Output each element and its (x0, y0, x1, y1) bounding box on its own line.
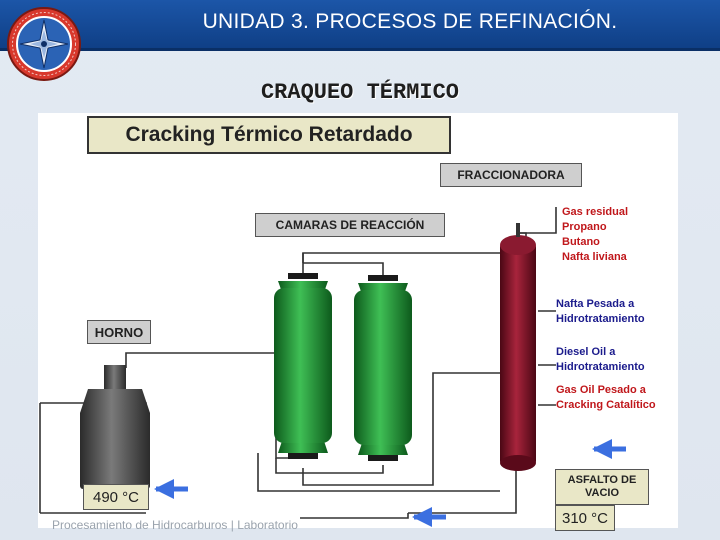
asfalto-label-line1: ASFALTO DE (567, 474, 637, 486)
fractionator-nozzle (516, 223, 520, 237)
product-line: Gas residual (562, 206, 629, 218)
product-line: Butano (562, 236, 600, 248)
furnace (80, 365, 150, 489)
fractionator-bottom (500, 455, 536, 471)
header-title: UNIDAD 3. PROCESOS DE REFINACIÓN. (202, 10, 618, 33)
header-divider (0, 48, 720, 51)
camaras-tag: CAMARAS DE REACCIÓN (255, 213, 445, 237)
reaction-chamber-2 (354, 275, 412, 461)
horno-label: HORNO (94, 324, 144, 340)
fractionator-top (500, 235, 536, 255)
product-line: Diesel Oil a (556, 346, 616, 358)
flow-arrows (154, 439, 626, 527)
footer-text: Procesamiento de Hidrocarburos | Laborat… (52, 518, 298, 532)
temp-base-label: 310 °C (561, 509, 609, 527)
slide-subtitle: CRAQUEO TÉRMICO (260, 80, 460, 105)
product-line: Gas Oil Pesado a (556, 384, 646, 396)
product-line: Hidrotratamiento (556, 313, 645, 325)
camaras-label: CAMARAS DE REACCIÓN (275, 218, 425, 232)
product-diesel-oil: Diesel Oil a Hidrotratamiento (556, 345, 645, 375)
institution-logo-icon (7, 7, 81, 81)
product-line: Cracking Catalítico (556, 399, 656, 411)
fraccionadora-tag: FRACCIONADORA (440, 163, 582, 187)
piping (39, 207, 557, 519)
temp-horno-tag: 490 °C (83, 484, 149, 510)
product-line: Hidrotratamiento (556, 361, 645, 373)
process-diagram: Cracking Térmico Retardado FRACCIONADORA… (38, 113, 678, 531)
product-line: Propano (562, 221, 607, 233)
fraccionadora-label: FRACCIONADORA (457, 168, 565, 182)
reaction-chamber-1 (274, 273, 332, 459)
diagram-title-text: Cracking Térmico Retardado (125, 123, 413, 146)
product-line: Nafta liviana (562, 251, 627, 263)
product-light-gases: Gas residual Propano Butano Nafta livian… (562, 205, 628, 265)
temp-horno-label: 490 °C (92, 488, 140, 506)
product-heavy-naphtha: Nafta Pesada a Hidrotratamiento (556, 297, 645, 327)
horno-tag: HORNO (87, 320, 151, 344)
asfalto-label-line2: VACIO (584, 487, 620, 499)
fractionator-column (500, 243, 536, 465)
diagram-title: Cracking Térmico Retardado (87, 116, 451, 154)
process-flow-svg (39, 207, 626, 527)
asfalto-tag: ASFALTO DE VACIO (555, 469, 649, 505)
product-line: Nafta Pesada a (556, 298, 635, 310)
temp-base-tag: 310 °C (555, 505, 615, 531)
product-heavy-gas-oil: Gas Oil Pesado a Cracking Catalítico (556, 383, 656, 413)
header-bar (0, 0, 720, 48)
